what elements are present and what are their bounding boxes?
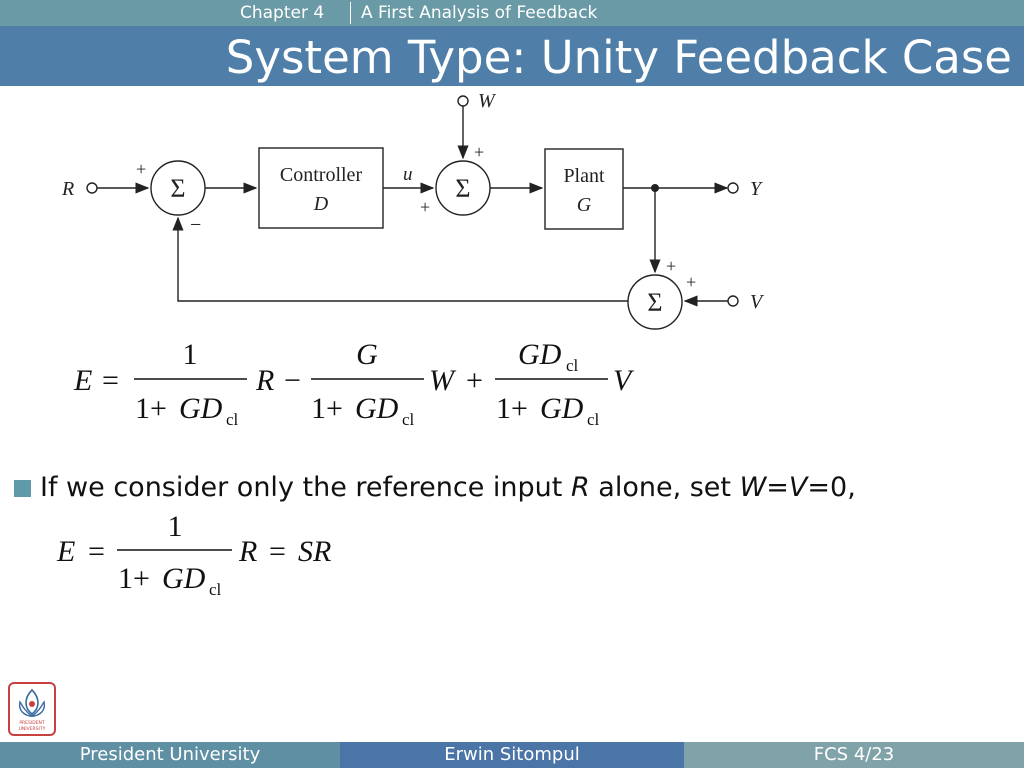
eq1-den2-gd: GD bbox=[355, 392, 399, 425]
sign-plus-2b: + bbox=[420, 197, 430, 217]
footer-institution: President University bbox=[0, 742, 340, 768]
eq1-den2-one: 1+ bbox=[311, 392, 343, 425]
u-label: u bbox=[403, 164, 413, 185]
sign-plus-3b: + bbox=[686, 272, 696, 292]
sign-plus-3a: + bbox=[666, 256, 676, 276]
eq1-den1-cl: cl bbox=[226, 410, 239, 429]
eq1-den1-one: 1+ bbox=[135, 392, 167, 425]
r-terminal bbox=[86, 182, 98, 194]
eq2-den-gd: GD bbox=[162, 562, 206, 595]
equation-2: E = 1 1+ GD cl R = SR bbox=[56, 510, 331, 599]
eq1-den3-gd: GD bbox=[540, 392, 584, 425]
plant-symbol: G bbox=[577, 194, 592, 216]
eq2-sr: SR bbox=[298, 535, 331, 568]
eq1-equals: = bbox=[102, 364, 119, 397]
eq2-den-one: 1+ bbox=[118, 562, 150, 595]
eq1-v: V bbox=[613, 364, 635, 397]
v-terminal bbox=[727, 295, 739, 307]
logo-text-2: UNIVERSITY bbox=[19, 726, 46, 732]
chapter-label: Chapter 4 bbox=[240, 3, 325, 23]
controller-name: Controller bbox=[280, 164, 363, 186]
chapter-title: A First Analysis of Feedback bbox=[361, 3, 598, 23]
eq1-den3-one: 1+ bbox=[496, 392, 528, 425]
w-label: W bbox=[478, 90, 497, 112]
logo-text-1: PRESIDENT bbox=[19, 720, 45, 726]
plant-block bbox=[544, 148, 624, 230]
slide-title: System Type: Unity Feedback Case bbox=[225, 31, 1012, 84]
eq1-num1: 1 bbox=[183, 338, 198, 371]
eq2-den-cl: cl bbox=[209, 580, 222, 599]
chapter-bar bbox=[0, 0, 1024, 26]
controller-block bbox=[258, 147, 384, 229]
eq2-equals: = bbox=[88, 535, 105, 568]
eq1-minus: − bbox=[284, 364, 301, 397]
sum-symbol-3: Σ bbox=[647, 288, 662, 317]
eq1-e: E bbox=[73, 364, 92, 397]
block-diagram: R W Y V u Σ Σ Σ Controller D Plant G + −… bbox=[61, 90, 765, 429]
footer-page-number: FCS 4/23 bbox=[684, 742, 1024, 768]
footer: President University Erwin Sitompul FCS … bbox=[0, 742, 1024, 768]
eq1-den1-gd: GD bbox=[179, 392, 223, 425]
university-logo: PRESIDENT UNIVERSITY bbox=[8, 682, 56, 736]
bullet-item: If we consider only the reference input … bbox=[14, 470, 1018, 506]
eq1-num3-cl: cl bbox=[566, 356, 579, 375]
sum-symbol-1: Σ bbox=[170, 174, 185, 203]
chapter-divider bbox=[350, 2, 351, 24]
summer-3 bbox=[627, 274, 683, 330]
eq1-w: W bbox=[429, 364, 457, 397]
sign-plus-2a: + bbox=[474, 142, 484, 162]
plant-name: Plant bbox=[563, 165, 605, 187]
eq1-num3-gd: GD bbox=[518, 338, 562, 371]
v-label: V bbox=[750, 291, 765, 313]
eq2-e: E bbox=[56, 535, 75, 568]
controller-symbol: D bbox=[313, 193, 329, 215]
footer-author: Erwin Sitompul bbox=[340, 742, 684, 768]
eq1-r: R bbox=[255, 364, 274, 397]
eq1-num2: G bbox=[356, 338, 378, 371]
eq1-plus: + bbox=[466, 364, 483, 397]
y-terminal bbox=[727, 182, 739, 194]
eq2-num: 1 bbox=[168, 510, 183, 543]
sum-symbol-2: Σ bbox=[455, 174, 470, 203]
sign-plus-1: + bbox=[136, 159, 146, 179]
r-label: R bbox=[61, 178, 74, 200]
eq1-den2-cl: cl bbox=[402, 410, 415, 429]
title-bar bbox=[0, 26, 1024, 86]
eq2-equals2: = bbox=[269, 535, 286, 568]
w-terminal bbox=[457, 95, 469, 107]
sign-minus-1: − bbox=[190, 214, 201, 236]
bullet-square bbox=[14, 480, 31, 497]
equation-1: E = 1 1+ GD cl R − G 1+ GD cl W + GD cl … bbox=[73, 338, 635, 429]
bullet-text: If we consider only the reference input … bbox=[40, 472, 856, 503]
eq1-den3-cl: cl bbox=[587, 410, 600, 429]
eq2-r: R bbox=[238, 535, 257, 568]
y-label: Y bbox=[750, 178, 763, 200]
